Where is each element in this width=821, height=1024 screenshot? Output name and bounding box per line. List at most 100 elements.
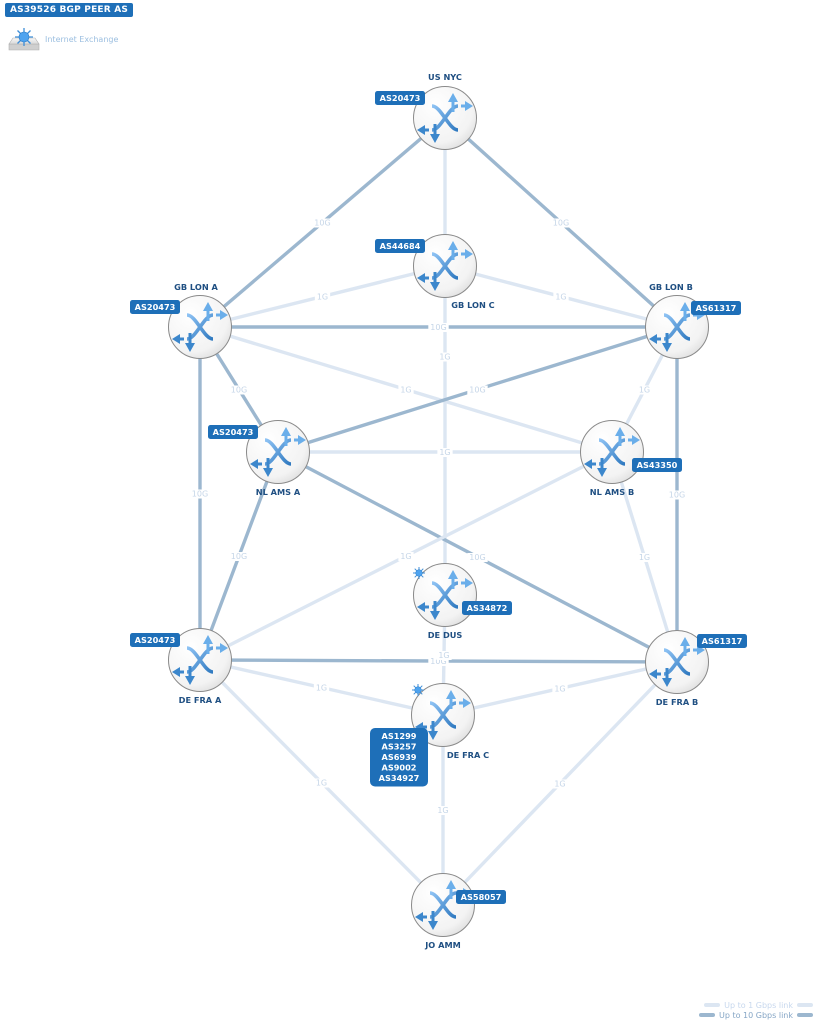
link-label-nl-ams-a-gb-lon-b: 10G [467,385,488,395]
link-label-bg [228,552,250,561]
as-badge [691,301,741,315]
link-speed-label: 10G [314,219,330,228]
as-number: AS61317 [702,636,743,646]
link-speed-label: 10G [430,657,446,666]
node-us-nyc[interactable]: US NYC AS20473 [375,72,477,150]
link-speed-label: 10G [430,323,446,332]
link-label-bg [550,218,572,228]
link-speed-label: 1G [437,806,448,815]
as-badge [697,634,747,648]
as-number: AS44684 [380,241,421,251]
link-label-gb-lon-a-de-fra-a: 10G [189,489,211,499]
node-jo-amm[interactable]: JO AMM AS58057 [411,873,507,951]
node-name-label: NL AMS B [590,487,634,497]
link-speed-label: 1G [316,779,327,788]
as-badge [375,91,425,105]
link-speed-label: 1G [639,386,650,395]
link-speed-label: 1G [554,685,565,694]
link-label-us-nyc-de-dus: 1G [437,352,453,362]
link-speed-label: 10G [469,553,485,562]
link-speed-label: 1G [554,780,565,789]
legend-10g: Up to 10 Gbps link [695,1010,817,1020]
link-label-gb-lon-a-nl-ams-b: 1G [398,385,414,395]
link-label-de-fra-b-jo-amm: 1G [552,779,568,789]
legend-1g-swatch [704,1003,721,1007]
link-speed-label: 1G [439,353,450,362]
diagram-title-badge: AS39526 BGP PEER AS [5,3,134,17]
link-speed-label: 10G [231,552,247,561]
link-speed-label: 1G [400,552,411,561]
link-label-bg [666,490,688,500]
link-label-bg [435,806,451,815]
node-gb-lon-c[interactable]: GB LON C AS44684 [375,234,495,311]
node-name-label: JO AMM [424,940,461,950]
link-label-bg [428,323,449,332]
link-speed-label: 1G [317,293,328,302]
as-number: AS20473 [135,302,176,312]
link-label-gb-lon-b-de-fra-b: 10G [666,490,688,500]
link-label-nl-ams-a-de-fra-b: 10G [467,553,488,562]
link-label-bg [553,292,569,302]
as-badge [130,633,180,647]
link-label-nl-ams-a-nl-ams-b: 1G [437,448,453,457]
link-speed-label: 1G [438,651,449,660]
as-badge [208,425,258,439]
link-label-bg [313,683,330,693]
legend-1g: Up to 1 Gbps link [695,1000,817,1010]
node-name-label: NL AMS A [256,487,301,497]
node-name-label: DE FRA A [179,695,222,705]
link-label-nl-ams-b-de-fra-a: 1G [398,552,414,561]
link-label-us-nyc-gb-lon-a: 10G [312,218,333,228]
link-label-de-fra-c-jo-amm: 1G [435,806,451,815]
link-label-bg [312,218,333,228]
link-speed-label: 1G [400,386,411,395]
as-number: AS3257 [381,742,416,752]
link-label-nl-ams-a-de-fra-a: 10G [228,552,250,561]
legend-10g-swatch [699,1013,715,1017]
link-label-nl-ams-b-de-fra-b: 1G [636,553,653,562]
legend-10g-label: Up to 10 Gbps link [719,1010,793,1020]
legend-10g-swatch-right [797,1013,813,1017]
node-name-label: GB LON C [451,300,494,310]
node-name-label: US NYC [428,72,462,82]
link-label-bg [228,385,250,395]
as-number: AS58057 [461,892,502,902]
link-label-bg [467,385,488,395]
as-badge [375,239,425,253]
link-speed-label: 1G [439,448,450,457]
as-number: AS9002 [381,763,416,773]
link-label-us-nyc-gb-lon-b: 10G [550,218,572,228]
legend-1g-label: Up to 1 Gbps link [724,1000,793,1010]
link-speed-label: 10G [469,386,485,395]
node-name-label: GB LON B [649,282,693,292]
link-label-bg [437,448,453,457]
link-label-bg [552,779,568,789]
link-speed-label: 1G [316,684,327,693]
link-label-bg [314,292,331,302]
as-number: AS20473 [380,93,421,103]
link-label-bg [437,352,453,362]
legend-1g-swatch-right [797,1003,813,1007]
link-label-bg [428,657,449,666]
link-speed-label: 10G [553,219,569,228]
as-badge [632,458,682,472]
link-label-bg [313,778,330,788]
link-speed-label: 10G [669,491,685,500]
link-label-bg [189,489,211,499]
link-speed-legend: Up to 1 Gbps link Up to 10 Gbps link [695,1000,817,1020]
as-number: AS34927 [379,773,420,783]
link-speed-label: 10G [231,386,247,395]
internet-exchange-legend: Internet Exchange [6,23,118,55]
link-label-gb-lon-a-nl-ams-a: 10G [228,385,250,395]
link-label-de-fra-a-jo-amm: 1G [313,778,330,788]
as-number: AS34872 [467,603,508,613]
internet-exchange-icon [411,683,425,697]
